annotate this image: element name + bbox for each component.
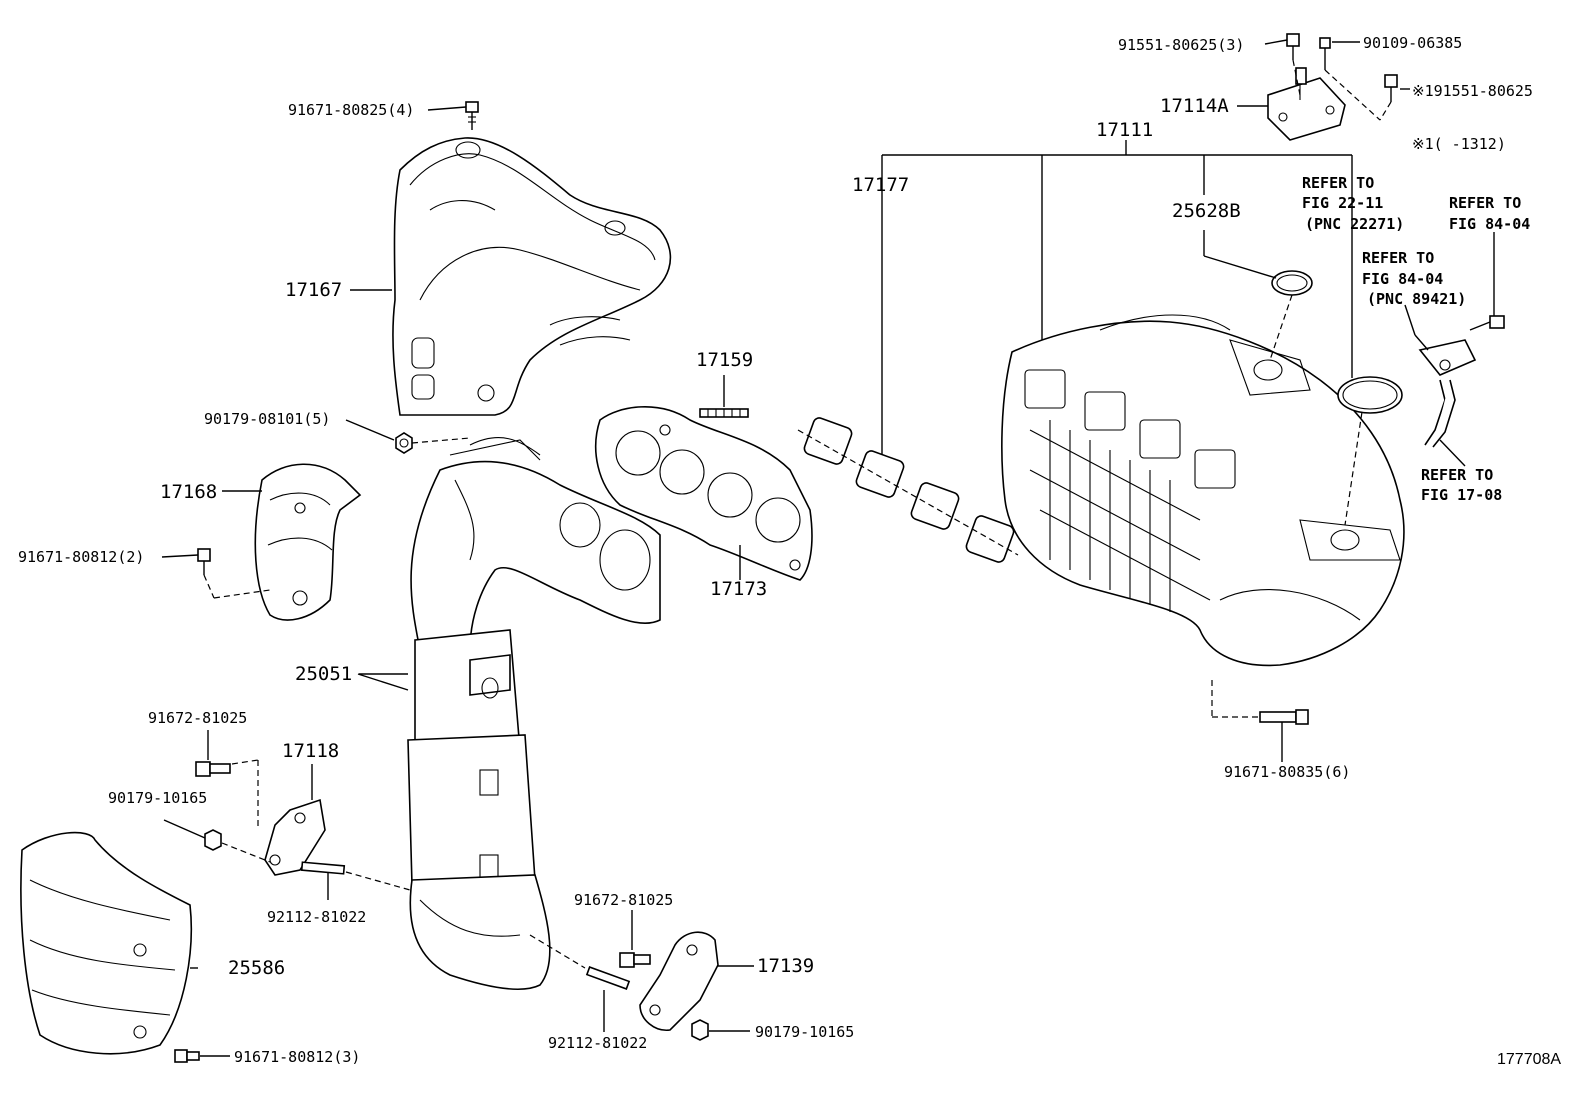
label-90179-10165-a[interactable]: 90179-10165 [108,789,207,807]
nut-90179-10165-a[interactable] [204,829,271,863]
ref-fig-22-11-line2[interactable]: FIG 22-11 [1302,194,1383,212]
label-90179-10165-b[interactable]: 90179-10165 [755,1023,854,1041]
bracket-17118[interactable] [264,798,326,876]
intake-manifold-17111[interactable] [1001,314,1405,667]
o-ring-22271[interactable] [1337,376,1403,414]
bolt-91672-81025-b[interactable] [619,952,651,968]
bolt-91671-80812-2[interactable] [197,548,211,575]
label-17168[interactable]: 17168 [160,481,217,503]
label-90179-08101-5[interactable]: 90179-08101(5) [204,410,330,428]
sensor-89421[interactable] [1418,339,1477,448]
ref-fig-17-08-line2[interactable]: FIG 17-08 [1421,486,1502,504]
note-1312: ※1( -1312) [1412,135,1506,153]
ref-fig-84-04-top-line1[interactable]: REFER TO [1449,194,1521,212]
gasket-17177[interactable] [797,416,1019,563]
label-17167[interactable]: 17167 [285,279,342,301]
nut-90179-10165-b[interactable] [691,1019,709,1041]
bolt-84-04[interactable] [1469,315,1505,331]
o-ring-25628b[interactable] [1271,270,1313,296]
bolt-91671-80835[interactable] [1211,680,1309,725]
label-91671-80812-2[interactable]: 91671-80812(2) [18,548,144,566]
bolt-191551-80625[interactable] [1384,74,1398,102]
label-92112-81022-a[interactable]: 92112-81022 [267,908,366,926]
bracket-17114a[interactable] [1267,67,1346,141]
label-191551-80625[interactable]: ※191551-80625 [1412,82,1533,100]
label-25586[interactable]: 25586 [228,957,285,979]
stud-17159[interactable] [699,408,749,418]
label-17139[interactable]: 17139 [757,955,814,977]
label-91671-80825-4[interactable]: 91671-80825(4) [288,101,414,119]
bolt-91671-80812-3[interactable] [174,1049,200,1063]
gasket-17173[interactable] [594,406,813,581]
label-17173[interactable]: 17173 [710,578,767,600]
ref-fig-84-04-mid-line1[interactable]: REFER TO [1362,249,1434,267]
heat-insulator-17167[interactable] [392,137,672,416]
stud-92112-81022-a[interactable] [300,861,411,891]
label-17177[interactable]: 17177 [852,174,909,196]
nut-90179-08101[interactable] [395,432,413,454]
bolt-90109-06385[interactable] [1319,37,1331,70]
label-92112-81022-b[interactable]: 92112-81022 [548,1034,647,1052]
bolt-91671-80825[interactable] [465,101,479,130]
ref-fig-22-11-line3[interactable]: (PNC 22271) [1305,215,1404,233]
stud-92112-81022-b[interactable] [529,934,631,990]
label-17111[interactable]: 17111 [1096,119,1153,141]
label-90109-06385[interactable]: 90109-06385 [1363,34,1462,52]
leader-lines [161,39,1495,1057]
heat-insulator-25586[interactable] [20,831,193,1055]
part-labels: 91551-80625(3) 90109-06385 ※191551-80625… [18,34,1561,1068]
ref-fig-84-04-top-line2[interactable]: FIG 84-04 [1449,215,1530,233]
label-17118[interactable]: 17118 [282,740,339,762]
ref-fig-84-04-mid-line2[interactable]: FIG 84-04 [1362,270,1443,288]
label-25628b[interactable]: 25628B [1172,200,1241,222]
label-91672-81025-b[interactable]: 91672-81025 [574,891,673,909]
bolt-91551-80625[interactable] [1286,33,1300,60]
label-25051[interactable]: 25051 [295,663,352,685]
ref-fig-17-08-line1[interactable]: REFER TO [1421,466,1493,484]
label-91671-80835-6[interactable]: 91671-80835(6) [1224,763,1350,781]
label-17114a[interactable]: 17114A [1160,95,1229,117]
label-91671-80812-3[interactable]: 91671-80812(3) [234,1048,360,1066]
ref-fig-84-04-mid-line3[interactable]: (PNC 89421) [1367,290,1466,308]
heat-insulator-17168[interactable] [254,463,362,621]
bracket-17139[interactable] [639,931,719,1031]
label-91551-80625-3[interactable]: 91551-80625(3) [1118,36,1244,54]
label-91672-81025-a[interactable]: 91672-81025 [148,709,247,727]
ref-fig-22-11-line1[interactable]: REFER TO [1302,174,1374,192]
illustration-id: 177708A [1497,1051,1561,1068]
label-17159[interactable]: 17159 [696,349,753,371]
exhaust-manifold-25051[interactable] [407,437,661,990]
bolt-91672-81025-a[interactable] [195,759,259,830]
